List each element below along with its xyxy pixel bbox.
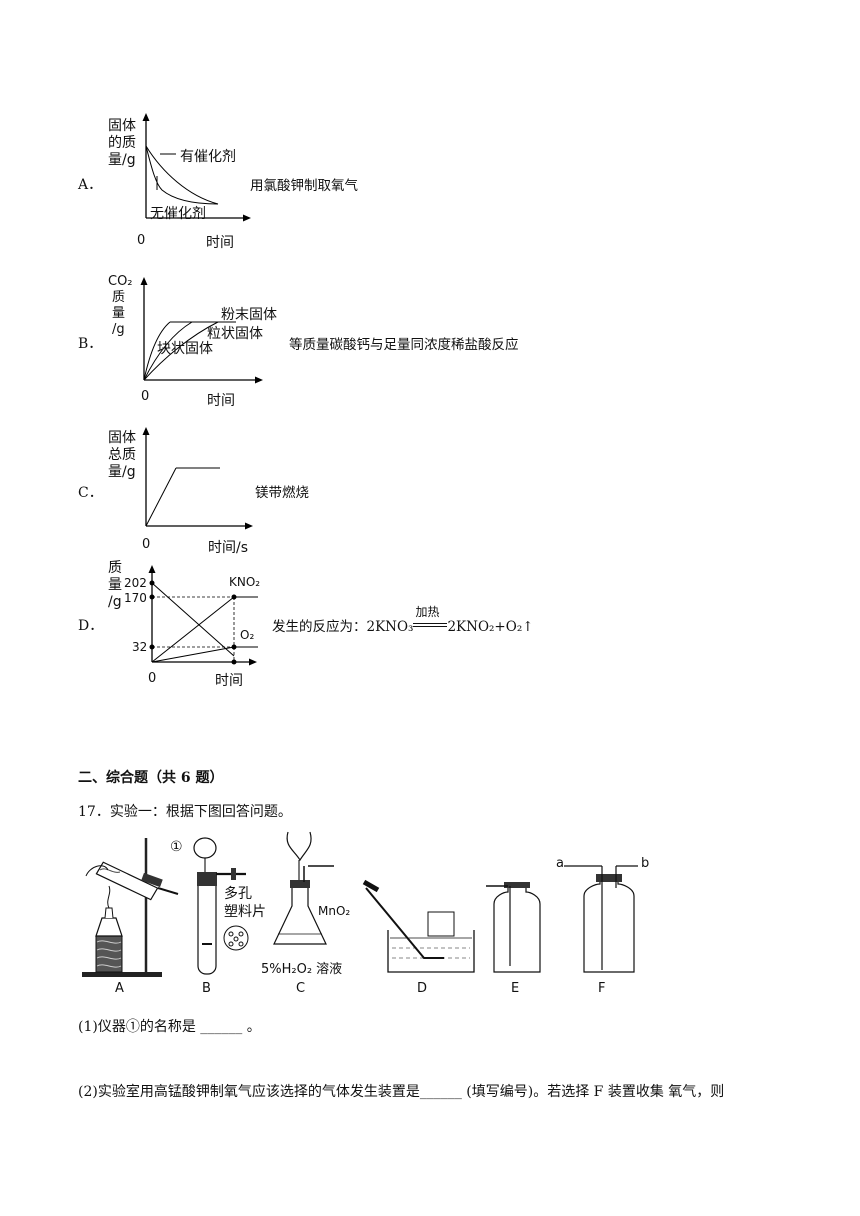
x-axis-label: 时间 xyxy=(207,393,235,409)
port-b-label: b xyxy=(641,856,650,871)
y-axis-label: CO₂ 质 量 /g xyxy=(108,274,133,338)
x-axis-label: 时间/s xyxy=(208,540,249,556)
y-axis-label: 固体 总质 量/g xyxy=(108,430,136,481)
apparatus-e xyxy=(486,882,541,973)
curve-label-catalyst: 有催化剂 xyxy=(180,149,236,165)
y-label-line: CO₂ xyxy=(108,274,133,289)
apparatus-f xyxy=(564,865,638,973)
curve-label-block: 块状固体 xyxy=(157,341,213,357)
curve-label-granular: 粒状固体 xyxy=(207,326,263,342)
apparatus-label-f: F xyxy=(598,981,606,996)
y-label-line: 量 xyxy=(112,306,126,321)
y-axis-label: 质 量 /g xyxy=(108,560,122,611)
chart-a xyxy=(142,113,251,222)
option-letter: B． xyxy=(78,336,103,352)
y-label-line: /g xyxy=(112,322,125,337)
origin-label: 0 xyxy=(137,233,146,248)
apparatus-a xyxy=(82,838,179,977)
option-letter: C． xyxy=(78,485,103,501)
apparatus-label-a: A xyxy=(115,981,124,996)
series-label-kno2: KNO₂ xyxy=(229,575,261,589)
label-porous-line: 多孔 xyxy=(224,886,252,902)
series-label-o2: O₂ xyxy=(240,628,255,642)
label-porous-line: 塑料片 xyxy=(224,904,266,920)
origin-label: 0 xyxy=(141,389,150,404)
y-tick-32: 32 xyxy=(132,640,148,654)
curve-label-no-catalyst: 无催化剂 xyxy=(150,206,206,222)
reaction-arrow: 加热 xyxy=(413,605,448,635)
apparatus-figure xyxy=(82,831,638,977)
question-stem: 17．实验一：根据下图回答问题。 xyxy=(78,804,292,820)
y-axis-label: 固体 的质 量/g xyxy=(108,118,136,169)
y-label-line: 质 xyxy=(112,290,126,305)
option-description: 镁带燃烧 xyxy=(255,485,309,501)
x-axis-label: 时间 xyxy=(215,673,243,689)
reaction-condition: 加热 xyxy=(415,604,440,619)
y-label-line: /g xyxy=(108,594,122,610)
label-porous-plate: 多孔 塑料片 xyxy=(224,885,266,921)
y-label-line: 质 xyxy=(108,560,122,576)
y-label-line: 量/g xyxy=(108,464,136,480)
label-mno2: MnO₂ xyxy=(318,904,351,918)
products: 2KNO₂+O₂↑ xyxy=(447,619,534,635)
option-letter: D． xyxy=(78,618,104,634)
apparatus-c xyxy=(273,831,334,945)
label-h2o2: 5%H₂O₂ 溶液 xyxy=(261,962,343,977)
question-part-2: (2)实验室用高锰酸钾制氧气应该选择的气体发生装置是______ (填写编号)。… xyxy=(78,1084,725,1100)
y-tick-202: 202 xyxy=(124,576,147,590)
apparatus-d xyxy=(362,879,475,973)
apparatus-label-e: E xyxy=(511,981,520,996)
apparatus-label-c: C xyxy=(296,981,306,996)
origin-label: 0 xyxy=(148,671,157,686)
y-label-line: 的质 xyxy=(108,135,136,151)
y-label-line: 总质 xyxy=(108,447,136,463)
y-tick-170: 170 xyxy=(124,591,147,605)
chart-d xyxy=(148,565,258,666)
y-label-line: 固体 xyxy=(108,430,136,446)
option-description: 用氯酸钾制取氧气 xyxy=(250,178,358,194)
marker-1: ① xyxy=(170,839,183,855)
curve-label-powder: 粉末固体 xyxy=(221,307,277,323)
y-label-line: 量 xyxy=(108,577,122,593)
origin-label: 0 xyxy=(142,537,151,552)
apparatus-label-b: B xyxy=(202,981,211,996)
section-title: 二、综合题（共 6 题） xyxy=(78,770,224,786)
port-a-label: a xyxy=(556,856,564,871)
x-axis-label: 时间 xyxy=(206,235,234,251)
apparatus-label-d: D xyxy=(417,981,428,996)
option-description: 等质量碳酸钙与足量同浓度稀盐酸反应 xyxy=(289,337,519,353)
reactant: 2KNO₃ xyxy=(366,619,414,635)
reaction-prefix: 发生的反应为： xyxy=(272,619,367,635)
chart-b xyxy=(140,277,263,384)
y-label-line: 固体 xyxy=(108,118,136,134)
question-part-1: (1)仪器①的名称是 ______ 。 xyxy=(78,1019,261,1035)
y-label-line: 量/g xyxy=(108,152,136,168)
option-letter: A． xyxy=(78,177,103,193)
apparatus-b xyxy=(193,837,249,975)
chart-c xyxy=(142,427,253,530)
